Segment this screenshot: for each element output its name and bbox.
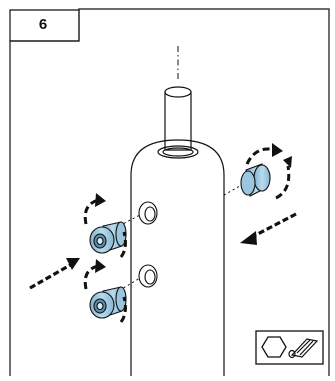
step-frame — [9, 8, 330, 376]
rotation-arrowheads — [95, 143, 292, 273]
plug-left-upper — [89, 221, 127, 254]
guide-lines — [114, 182, 246, 294]
insertion-arrowhead-right — [240, 231, 257, 245]
insertion-arrow-left — [29, 262, 73, 290]
tool-icon-box — [255, 330, 324, 365]
port-hole-upper — [138, 201, 158, 225]
hexagon-icon — [261, 336, 287, 358]
step-tab — [9, 9, 80, 41]
insertion-arrowhead-left — [66, 258, 80, 270]
housing-body — [130, 139, 225, 376]
plug-left-lower — [89, 286, 127, 319]
insertion-arrow-right — [251, 212, 297, 239]
plug-right — [240, 163, 271, 197]
grease-brush-icon — [288, 338, 319, 359]
port-hole-lower — [138, 264, 158, 288]
step-number: 6 — [38, 16, 48, 33]
shaft — [157, 86, 199, 159]
